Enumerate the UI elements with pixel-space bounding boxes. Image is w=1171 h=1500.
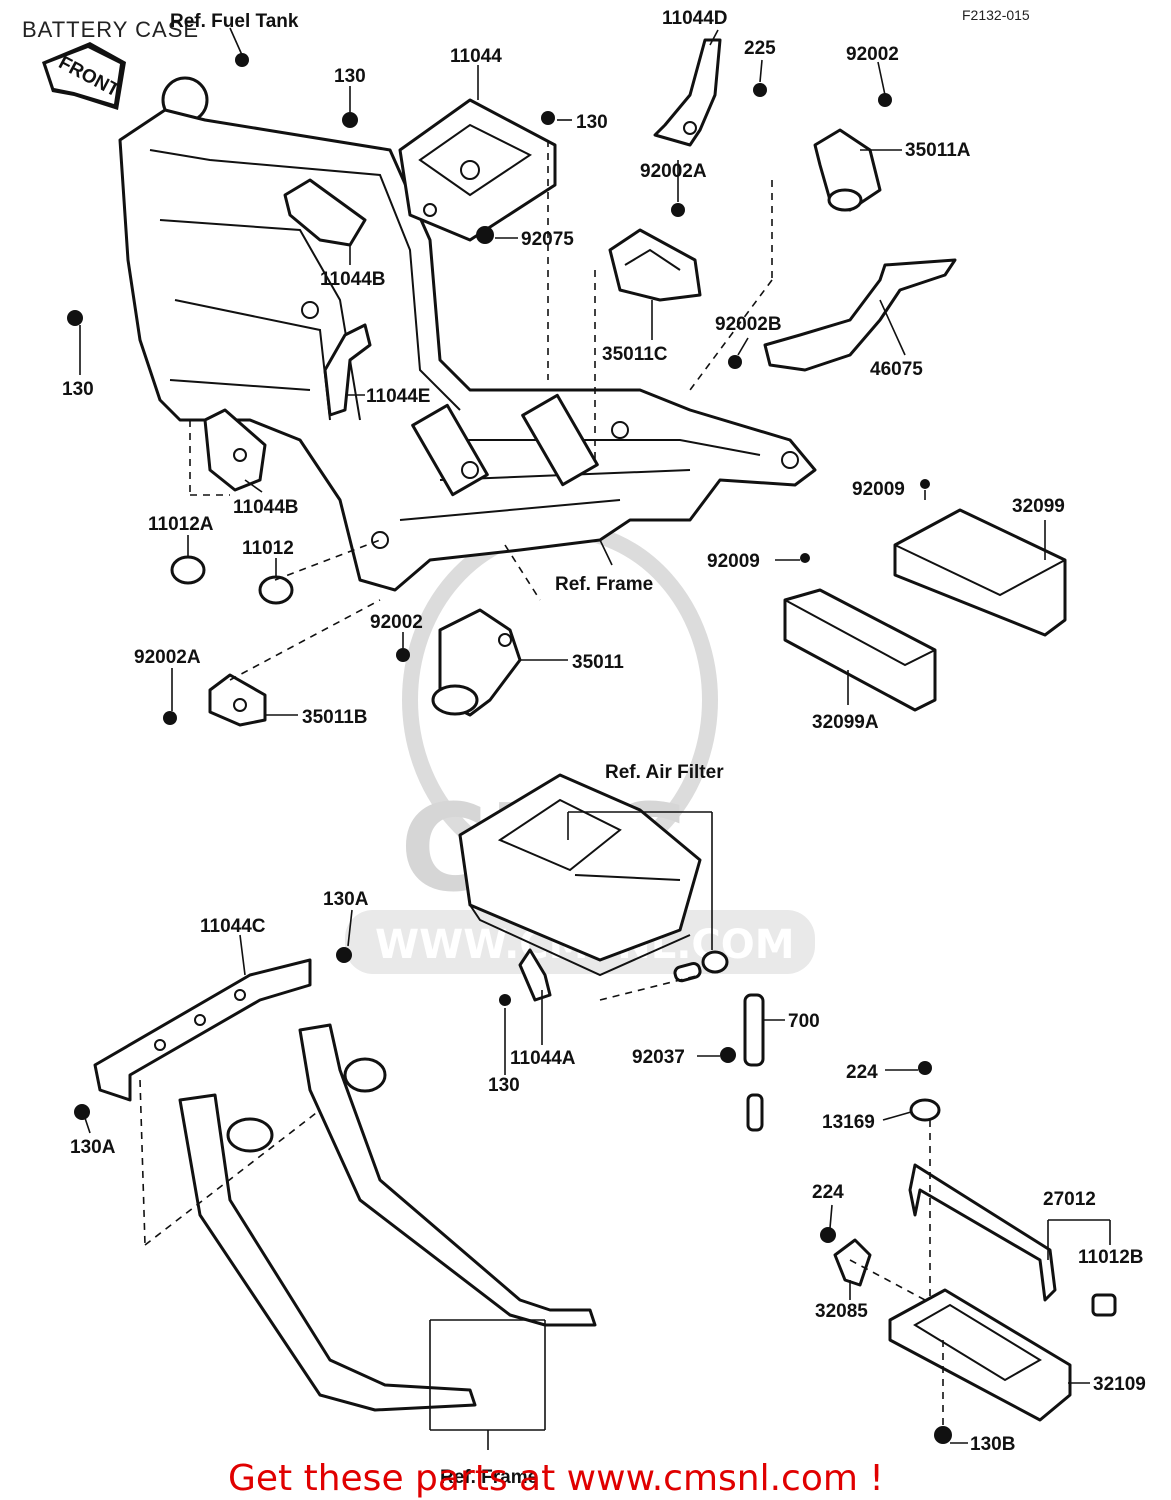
label-130-left: 130 (62, 379, 94, 400)
label-224-b: 224 (812, 1182, 844, 1203)
label-46075: 46075 (870, 359, 923, 380)
grommet-11012b (1091, 1293, 1117, 1317)
bracket-11044c (93, 958, 312, 1102)
label-92075: 92075 (521, 229, 574, 250)
grommet-11012a (170, 555, 206, 585)
cover-32099 (893, 508, 1067, 637)
bracket-11044b-lower (203, 408, 267, 492)
bracket-35011a (813, 128, 882, 212)
label-130a-top: 130A (323, 889, 369, 910)
tray-32109 (888, 1288, 1072, 1422)
label-130a-left: 130A (70, 1137, 116, 1158)
bracket-11044 (398, 98, 557, 242)
ref-fuel-tank: Ref. Fuel Tank (170, 11, 299, 32)
label-11012b: 11012B (1078, 1247, 1144, 1268)
label-11044b-lower: 11044B (233, 497, 299, 518)
label-92009-a: 92009 (852, 479, 905, 500)
label-32099a: 32099A (812, 712, 879, 733)
label-11044: 11044 (450, 46, 502, 67)
bracket-35011 (431, 608, 522, 717)
clamp-13169 (909, 1098, 941, 1122)
lower-frame-rails (178, 1023, 597, 1412)
grommet-11012 (258, 575, 294, 605)
label-92009-b: 92009 (707, 551, 760, 572)
label-11012: 11012 (242, 538, 294, 559)
leader-lines (79, 27, 1111, 1450)
label-11044d: 11044D (662, 8, 728, 29)
label-11044c: 11044C (200, 916, 266, 937)
ref-air-filter: Ref. Air Filter (605, 762, 724, 783)
label-92002-top: 92002 (846, 44, 899, 65)
clip-32085 (833, 1238, 872, 1287)
ref-frame-top: Ref. Frame (555, 574, 653, 595)
label-130-low: 130 (488, 1075, 520, 1096)
label-11044b-upper: 11044B (320, 269, 386, 290)
drawing-code: F2132-015 (962, 7, 1030, 23)
label-92037: 92037 (632, 1047, 685, 1068)
label-35011: 35011 (572, 652, 624, 673)
label-35011c: 35011C (602, 344, 668, 365)
front-arrow-icon: FRONT (42, 42, 126, 110)
label-130-a: 130 (334, 66, 366, 87)
label-35011a: 35011A (905, 140, 971, 161)
part-labels: 11044D 225 92002 11044 130 130 35011A 92… (62, 8, 1146, 1455)
label-32085: 32085 (815, 1301, 868, 1322)
label-32109: 32109 (1093, 1374, 1146, 1395)
bracket-35011c (608, 228, 702, 302)
bracket-35011b (208, 673, 267, 727)
label-92002a-top: 92002A (640, 161, 707, 182)
label-130-b: 130 (576, 112, 608, 133)
strap-46075 (763, 258, 957, 372)
bracket-11044e (323, 323, 372, 417)
bracket-11044d (653, 38, 722, 147)
cover-32099a (783, 588, 937, 712)
bolt-icons (67, 53, 952, 1444)
diagram-title: BATTERY CASE (22, 17, 199, 42)
label-32099: 32099 (1012, 496, 1065, 517)
label-92002a-low: 92002A (134, 647, 201, 668)
label-11044a: 11044A (510, 1048, 576, 1069)
ref-frame-bottom: Ref. Frame (440, 1467, 538, 1488)
label-92002b: 92002B (715, 314, 782, 335)
label-700: 700 (788, 1011, 820, 1032)
label-35011b: 35011B (302, 707, 368, 728)
dashed-lines (139, 140, 944, 1425)
label-92002-mid: 92002 (370, 612, 423, 633)
clamp-11044a (518, 948, 552, 1002)
tube-700 (673, 950, 765, 1132)
label-224-a: 224 (846, 1062, 878, 1083)
label-11044e: 11044E (366, 386, 430, 407)
label-27012: 27012 (1043, 1189, 1096, 1210)
label-11012a: 11012A (148, 514, 214, 535)
air-filter-box (458, 773, 702, 977)
rod-27012 (908, 1163, 1057, 1302)
footer-link[interactable]: Get these parts at www.cmsnl.com ! (228, 1458, 884, 1499)
label-13169: 13169 (822, 1112, 875, 1133)
label-130b: 130B (970, 1434, 1015, 1455)
label-225: 225 (744, 38, 776, 59)
